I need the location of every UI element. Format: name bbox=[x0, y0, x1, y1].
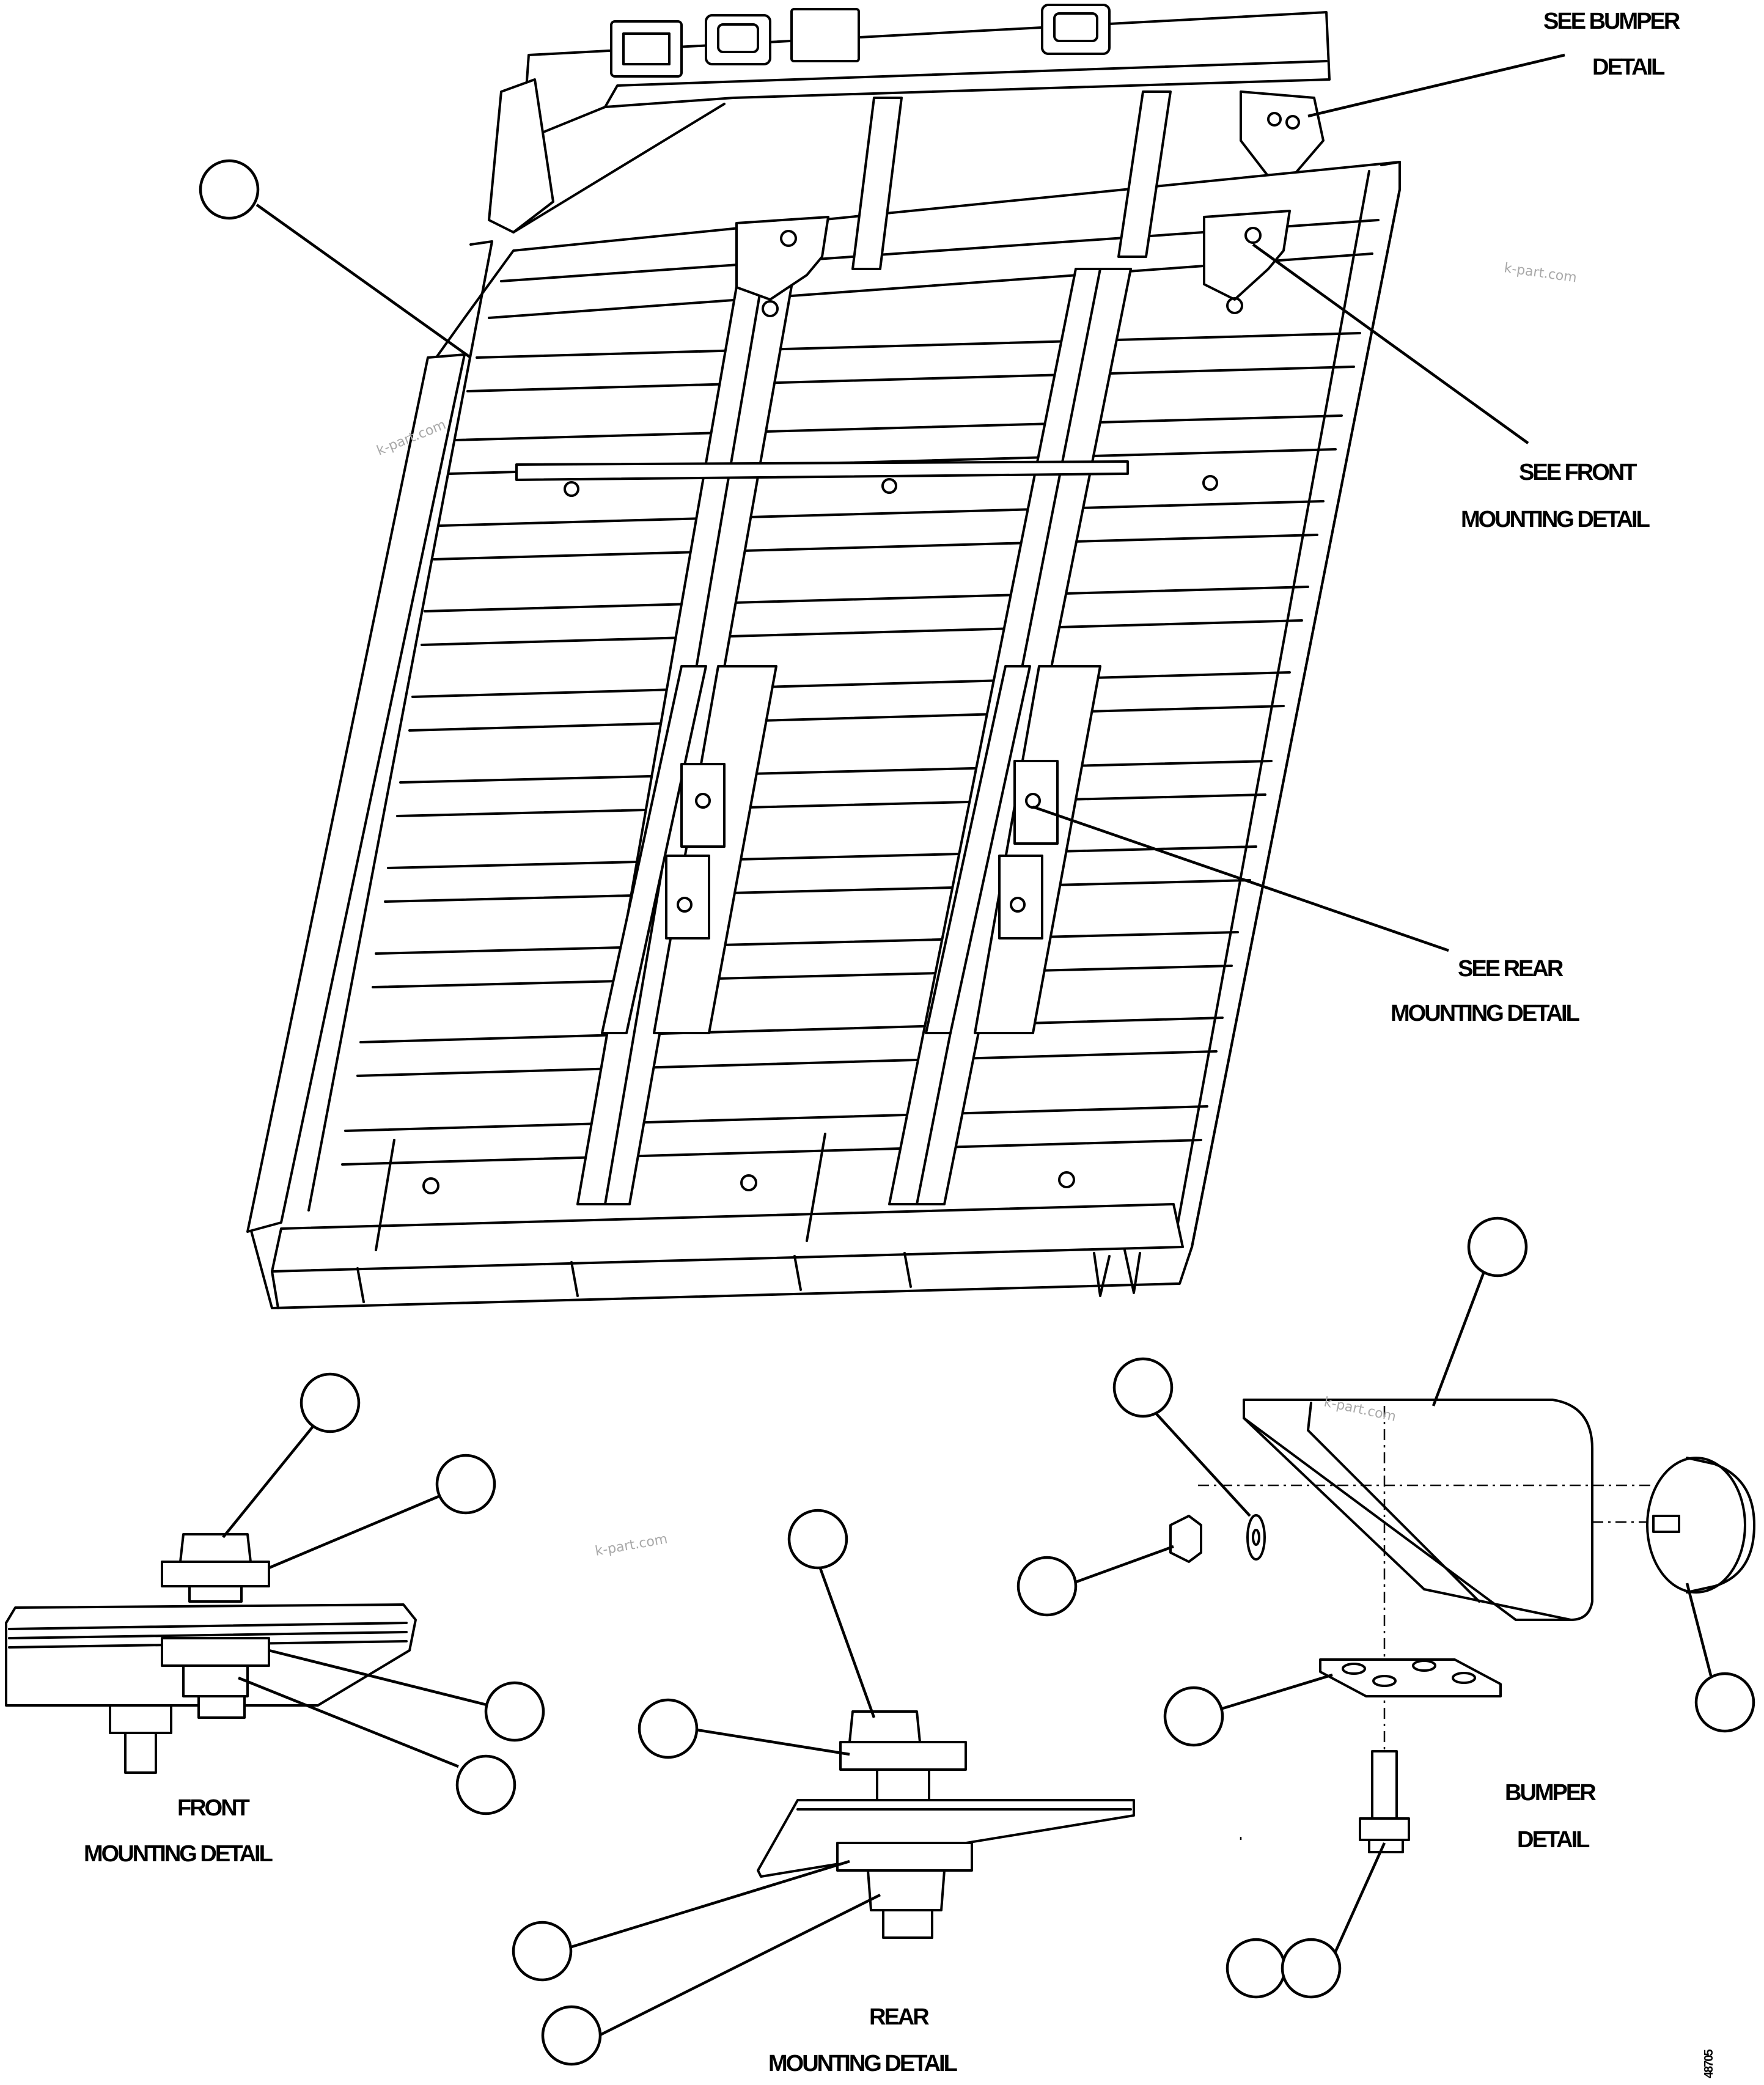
callout-balloon bbox=[1281, 1938, 1342, 1999]
frame-assembly bbox=[246, 4, 1401, 1309]
front-mounting-detail bbox=[5, 1533, 417, 1774]
rear-mounting-detail bbox=[757, 1710, 1135, 1939]
detail-titles: FRONT MOUNTING DETAIL REAR MOUNTING DETA… bbox=[84, 1780, 1598, 2076]
callout-balloon bbox=[435, 1454, 496, 1515]
cross-bar-bolts bbox=[564, 475, 1218, 497]
callout-balloon bbox=[1016, 1556, 1078, 1617]
callout-balloons bbox=[199, 159, 1755, 2066]
see-rear-label: SEE REAR bbox=[1458, 956, 1564, 982]
callout-balloon bbox=[1163, 1686, 1224, 1747]
rear-detail-title: REAR bbox=[869, 2004, 929, 2030]
callout-balloon bbox=[787, 1509, 848, 1570]
see-front-label-2: MOUNTING DETAIL bbox=[1461, 507, 1650, 532]
bumper-detail-title: BUMPER bbox=[1505, 1780, 1596, 1806]
see-front-label: SEE FRONT bbox=[1519, 460, 1637, 485]
callout-balloon bbox=[1226, 1938, 1287, 1999]
front-detail-title-2: MOUNTING DETAIL bbox=[84, 1841, 273, 1867]
watermark: k-part.com bbox=[594, 1531, 669, 1559]
callout-balloon bbox=[541, 2005, 602, 2066]
callout-balloon bbox=[484, 1681, 545, 1742]
floor-slats bbox=[341, 219, 1380, 1166]
front-mount-brackets bbox=[735, 210, 1291, 317]
bumper-detail bbox=[1169, 1399, 1755, 1853]
callout-balloon bbox=[1467, 1216, 1528, 1278]
callout-balloon bbox=[455, 1754, 516, 1815]
callout-balloon bbox=[512, 1921, 573, 1982]
rear-mount-rails bbox=[601, 665, 1101, 1034]
watermark: k-part.com bbox=[1503, 260, 1578, 285]
callout-balloon bbox=[199, 159, 260, 220]
callout-balloon bbox=[638, 1698, 699, 1759]
callout-labels: SEE BUMPER DETAIL SEE FRONT MOUNTING DET… bbox=[1391, 9, 1682, 1026]
see-rear-label-2: MOUNTING DETAIL bbox=[1391, 1001, 1580, 1026]
callout-balloon bbox=[1694, 1672, 1755, 1733]
leader-lines bbox=[222, 53, 1713, 2037]
callout-balloon bbox=[300, 1372, 361, 1433]
rear-detail-title-2: MOUNTING DETAIL bbox=[768, 2051, 958, 2076]
see-bumper-label: SEE BUMPER bbox=[1543, 9, 1680, 34]
see-bumper-label-2: DETAIL bbox=[1592, 54, 1665, 80]
callout-balloon bbox=[1112, 1357, 1174, 1418]
front-detail-title: FRONT bbox=[177, 1795, 250, 1821]
bumper-detail-title-2: DETAIL bbox=[1517, 1827, 1590, 1853]
figure-number: 48705 bbox=[1702, 2050, 1716, 2078]
